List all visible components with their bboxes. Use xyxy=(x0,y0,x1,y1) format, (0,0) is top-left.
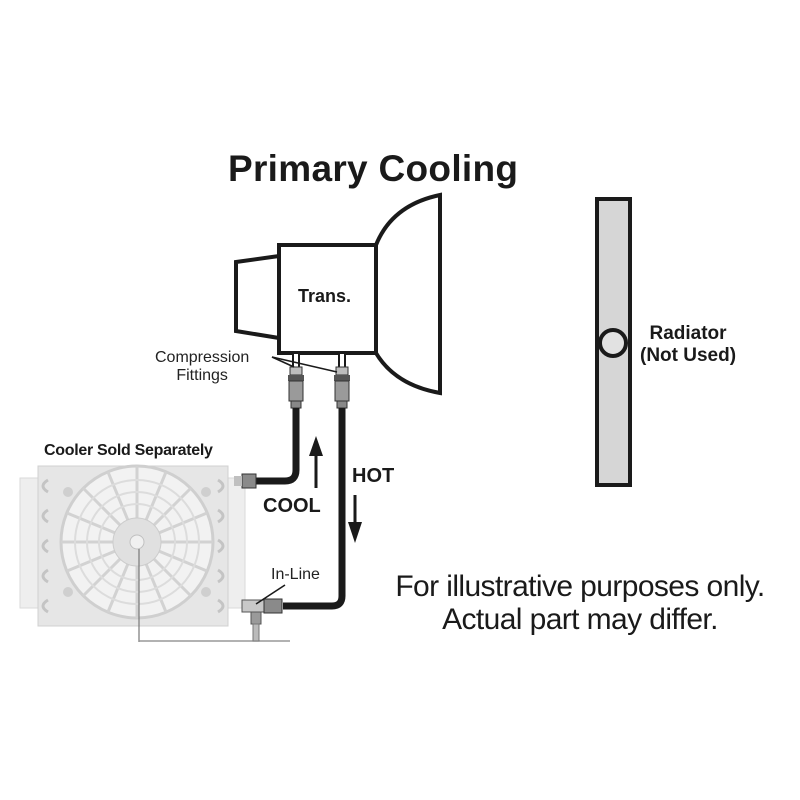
radiator-label-line1: Radiator xyxy=(649,323,727,344)
cooler-assembly xyxy=(19,464,290,642)
disclaimer: For illustrative purposes only. Actual p… xyxy=(370,570,790,636)
disclaimer-line2: Actual part may differ. xyxy=(442,603,718,636)
transmission-tailhousing xyxy=(234,253,281,341)
cooler-label: Cooler Sold Separately xyxy=(44,442,213,459)
transmission-bellhousing xyxy=(374,192,442,396)
compression-fittings-label-line2: Fittings xyxy=(176,367,228,385)
compression-fittings-label: Compression Fittings xyxy=(155,349,249,386)
radiator-outlet xyxy=(598,328,628,358)
radiator-label: Radiator (Not Used) xyxy=(640,323,736,367)
transmission-label: Trans. xyxy=(298,286,352,306)
compression-fittings-label-line1: Compression xyxy=(155,349,250,366)
hot-flow-label: HOT xyxy=(352,465,395,487)
hot-feed-line xyxy=(283,408,346,610)
cool-flow-label: COOL xyxy=(263,495,321,517)
compression-fitting-left xyxy=(288,366,304,409)
transmission-body xyxy=(277,243,378,355)
compression-fitting-right xyxy=(334,366,350,409)
inline-filter-label: In-Line xyxy=(271,566,320,583)
disclaimer-line1: For illustrative purposes only. xyxy=(395,570,765,603)
radiator-label-line2: (Not Used) xyxy=(640,344,737,366)
diagram-title: Primary Cooling xyxy=(228,148,519,189)
cool-return-line xyxy=(256,408,300,485)
